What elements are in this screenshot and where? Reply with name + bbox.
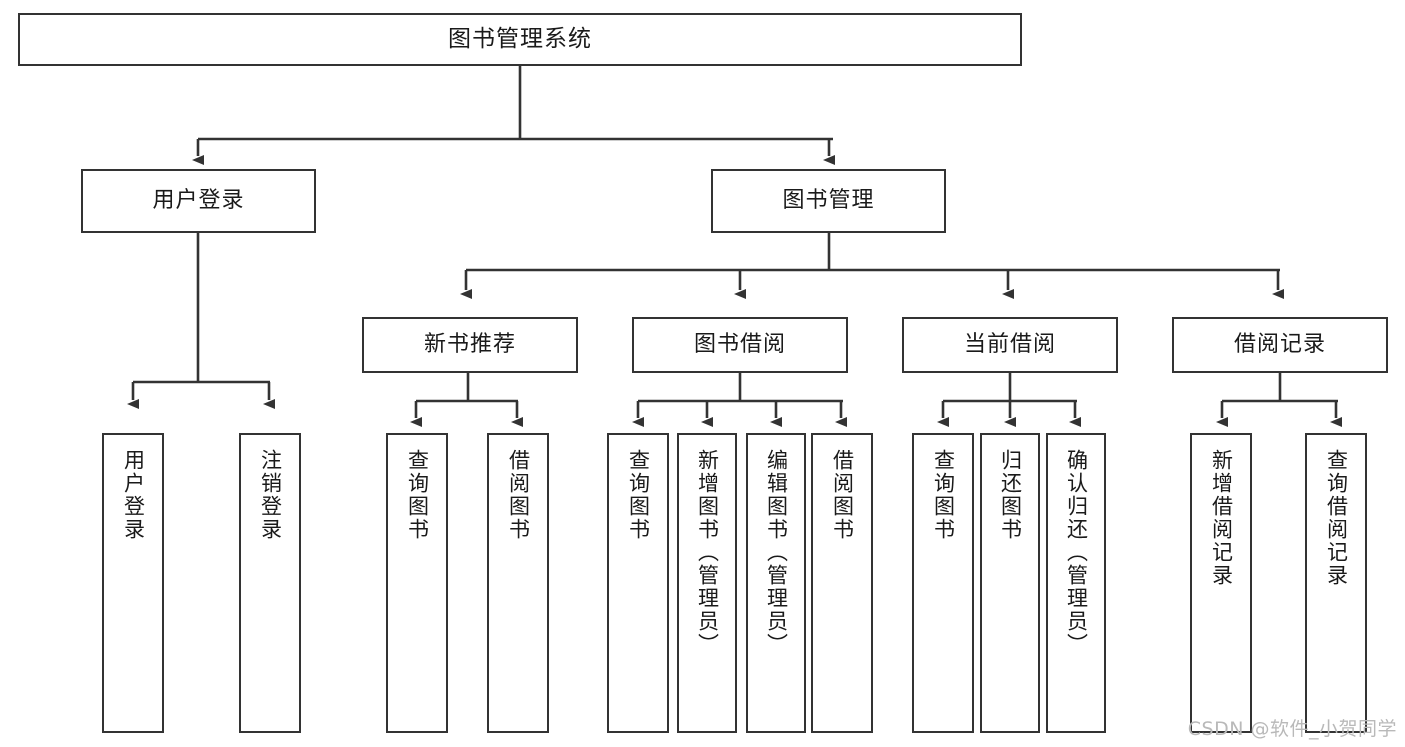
node-root-system[interactable]: 图书管理系统 [18, 13, 1022, 66]
leaf-borrow-record-add[interactable]: 新增借阅记录 [1190, 433, 1252, 733]
node-label: 注销登录 [258, 449, 283, 541]
leaf-book-borrow-add[interactable]: 新增图书（管理员） [677, 433, 737, 733]
node-new-book-recommend[interactable]: 新书推荐 [362, 317, 578, 373]
node-label: 归还图书 [998, 449, 1023, 541]
leaf-user-login-login[interactable]: 用户登录 [102, 433, 164, 733]
node-label: 借阅图书 [830, 449, 855, 541]
leaf-current-borrow-confirm-return[interactable]: 确认归还（管理员） [1046, 433, 1106, 733]
node-borrow-record[interactable]: 借阅记录 [1172, 317, 1388, 373]
leaf-new-book-borrow[interactable]: 借阅图书 [487, 433, 549, 733]
node-label: 查询图书 [626, 449, 651, 541]
node-book-borrow[interactable]: 图书借阅 [632, 317, 848, 373]
node-label: 新书推荐 [423, 331, 516, 357]
leaf-new-book-query[interactable]: 查询图书 [386, 433, 448, 733]
node-label: 图书管理 [782, 187, 875, 213]
leaf-book-borrow-query[interactable]: 查询图书 [607, 433, 669, 733]
node-label: 借阅图书 [506, 449, 531, 541]
node-label: 编辑图书（管理员） [764, 449, 789, 656]
node-book-management[interactable]: 图书管理 [711, 169, 946, 233]
leaf-book-borrow-edit[interactable]: 编辑图书（管理员） [746, 433, 806, 733]
node-label: 当前借阅 [963, 331, 1056, 357]
node-label: 确认归还（管理员） [1064, 449, 1089, 656]
node-label: 查询图书 [931, 449, 956, 541]
node-label: 新增借阅记录 [1209, 449, 1234, 587]
node-label: 图书管理系统 [448, 25, 592, 52]
node-label: 用户登录 [121, 449, 146, 541]
leaf-borrow-record-query[interactable]: 查询借阅记录 [1305, 433, 1367, 733]
node-label: 借阅记录 [1233, 331, 1326, 357]
leaf-current-borrow-return[interactable]: 归还图书 [980, 433, 1040, 733]
leaf-user-login-logout[interactable]: 注销登录 [239, 433, 301, 733]
node-label: 图书借阅 [693, 331, 786, 357]
node-label: 用户登录 [152, 187, 245, 213]
csdn-watermark: CSDN @软件_小贺同学 [1187, 718, 1397, 740]
node-label: 查询借阅记录 [1324, 449, 1349, 587]
node-user-login[interactable]: 用户登录 [81, 169, 316, 233]
node-label: 查询图书 [405, 449, 430, 541]
leaf-current-borrow-query[interactable]: 查询图书 [912, 433, 974, 733]
leaf-book-borrow-borrow[interactable]: 借阅图书 [811, 433, 873, 733]
node-label: 新增图书（管理员） [695, 449, 720, 656]
node-current-borrow[interactable]: 当前借阅 [902, 317, 1118, 373]
